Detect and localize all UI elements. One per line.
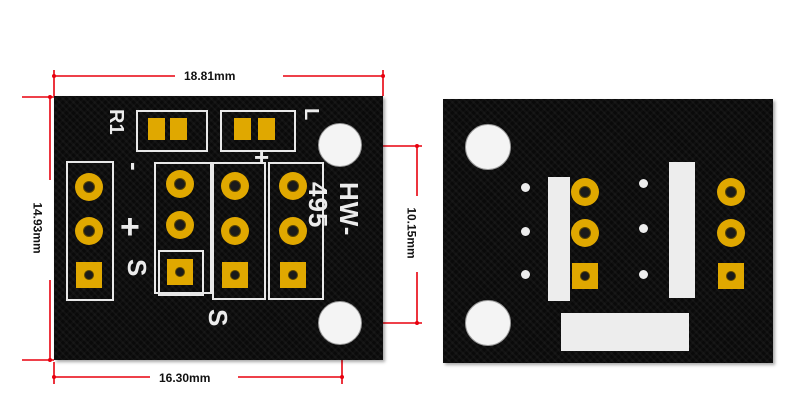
back-pad-a1	[571, 178, 599, 206]
back-dot	[639, 224, 648, 233]
column-a-pad-2	[166, 211, 194, 239]
column-c-pad-3-square	[280, 262, 306, 288]
back-pad-b3-square	[718, 263, 744, 289]
back-silk-bar-bottom	[561, 313, 689, 351]
back-pad-b1	[717, 178, 745, 206]
r1-pad-left	[148, 118, 165, 140]
left-pad-3-square	[76, 262, 102, 288]
back-dot	[639, 179, 648, 188]
column-a-square-outline	[158, 250, 204, 296]
column-a-outline	[154, 162, 212, 294]
column-b-pad-2	[221, 217, 249, 245]
column-b-outline	[212, 162, 266, 300]
left-connector-outline	[66, 161, 114, 301]
back-silk-bar-left	[548, 177, 570, 301]
l-pad-left	[234, 118, 251, 140]
back-dot	[521, 183, 530, 192]
r1-label: R1	[105, 109, 127, 135]
plus-left-label: +	[120, 208, 140, 246]
pcb-back	[443, 99, 773, 363]
column-c-pad-1	[279, 172, 307, 200]
back-pad-b2	[717, 219, 745, 247]
back-mounting-hole-bottom	[465, 300, 511, 346]
column-b-pad-3-square	[222, 262, 248, 288]
left-pad-2	[75, 217, 103, 245]
s-left-label: S	[122, 259, 152, 277]
l-pad-right	[258, 118, 275, 140]
column-b-pad-1	[221, 172, 249, 200]
dim-hole-spacing: 10.15mm	[404, 207, 419, 259]
mounting-hole-top	[318, 123, 362, 167]
l-footprint-outline	[220, 110, 296, 152]
dim-width-bottom: 16.30mm	[159, 371, 211, 385]
r1-footprint-outline	[136, 110, 208, 152]
minus-label: -	[120, 162, 150, 171]
mounting-hole-bottom	[318, 301, 362, 345]
back-mounting-hole-top	[465, 124, 511, 170]
column-c-pad-2	[279, 217, 307, 245]
dim-height-left: 14.93mm	[30, 202, 45, 254]
back-pad-a2	[571, 219, 599, 247]
dim-width-top: 18.81mm	[184, 69, 236, 83]
pcb-front: R1 L + - + S S HW-495	[54, 96, 383, 360]
back-pad-a3-square	[572, 263, 598, 289]
r1-pad-right	[170, 118, 187, 140]
l-label: L	[300, 108, 322, 121]
model-label: HW-495	[303, 182, 364, 237]
left-pad-1	[75, 173, 103, 201]
back-dot	[521, 270, 530, 279]
column-a-pad-3-square	[167, 259, 193, 285]
back-silk-bar-right	[669, 162, 695, 298]
s-bottom-label: S	[203, 309, 233, 327]
back-dot	[639, 270, 648, 279]
back-dot	[521, 227, 530, 236]
column-a-pad-1	[166, 170, 194, 198]
column-c-outline	[268, 162, 324, 300]
